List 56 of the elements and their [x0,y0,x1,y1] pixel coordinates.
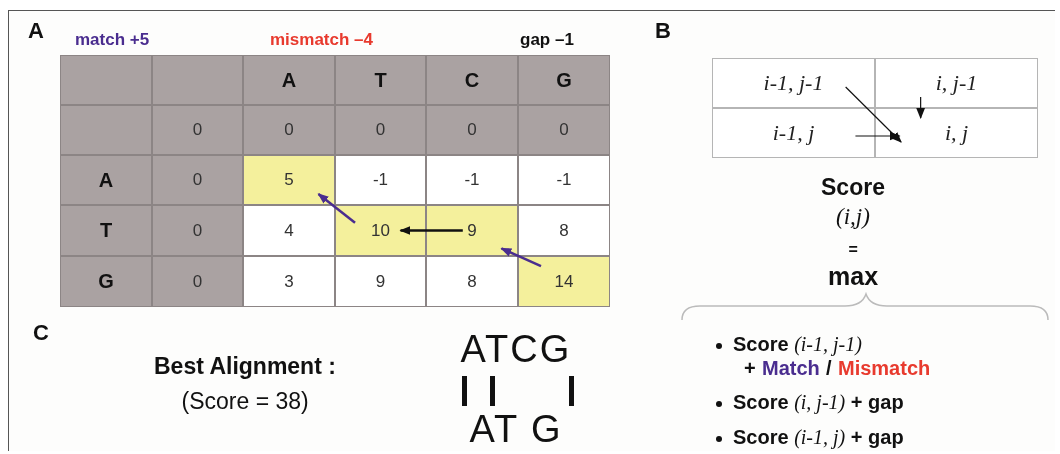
equals-sign: = [848,241,858,259]
score-cell: 8 [518,205,610,256]
score-cell: -1 [335,155,426,205]
formula-heading: (i,j) [836,204,870,230]
recurrence-term: Mismatch [838,357,931,380]
alignment-title: Best Alignment : [154,353,336,380]
alignment-score: (Score = 38) [181,388,309,415]
score-rule: gap –1 [520,30,574,50]
header-cell: C [426,55,518,105]
score-cell: 5 [243,155,335,205]
grid-cell: i, j [875,108,1038,158]
arrow [317,193,356,224]
panel-letter: A [28,18,44,44]
header-cell: G [518,55,610,105]
score-cell: 4 [243,205,335,256]
score-cell: 0 [518,105,610,155]
score-cell: -1 [518,155,610,205]
score-cell: 3 [243,256,335,307]
header-cell: T [60,205,152,256]
score-cell: 0 [152,205,243,256]
recurrence-term: / [826,357,832,380]
score-cell: 10 [335,205,426,256]
grid-cell: i-1, j-1 [712,58,875,108]
header-cell: A [243,55,335,105]
score-cell: 9 [426,205,518,256]
score-cell: 0 [243,105,335,155]
formula-heading: max [828,262,879,291]
score-cell: 0 [152,105,243,155]
header-cell: T [335,55,426,105]
score-cell: 8 [426,256,518,307]
formula-heading: Score [821,174,885,201]
aligned-sequence: AT G [469,408,563,451]
recurrence-term: Score (i-1, j-1) [733,333,862,356]
aligned-sequence: ATCG [460,328,572,371]
score-cell: -1 [426,155,518,205]
score-cell: 0 [152,155,243,205]
header-cell: G [60,256,152,307]
grid-cell: i-1, j [712,108,875,158]
score-rule: mismatch –4 [270,30,373,50]
recurrence-term: Score (i, j-1) + gap [733,391,904,414]
recurrence-term: + [744,357,756,380]
panel-letter: B [655,18,671,44]
score-rule: match +5 [75,30,150,50]
score-cell: 0 [426,105,518,155]
grid-cell: i, j-1 [875,58,1038,108]
score-cell: 14 [518,256,610,307]
arrow [916,96,926,120]
recurrence-term: Match [762,357,820,380]
header-cell: A [60,155,152,205]
arrow [500,247,542,268]
score-cell: 9 [335,256,426,307]
recurrence-term: Score (i-1, j) + gap [733,426,904,449]
score-cell: 0 [335,105,426,155]
arrow [399,226,463,235]
score-cell: 0 [152,256,243,307]
panel-letter: C [33,320,49,346]
